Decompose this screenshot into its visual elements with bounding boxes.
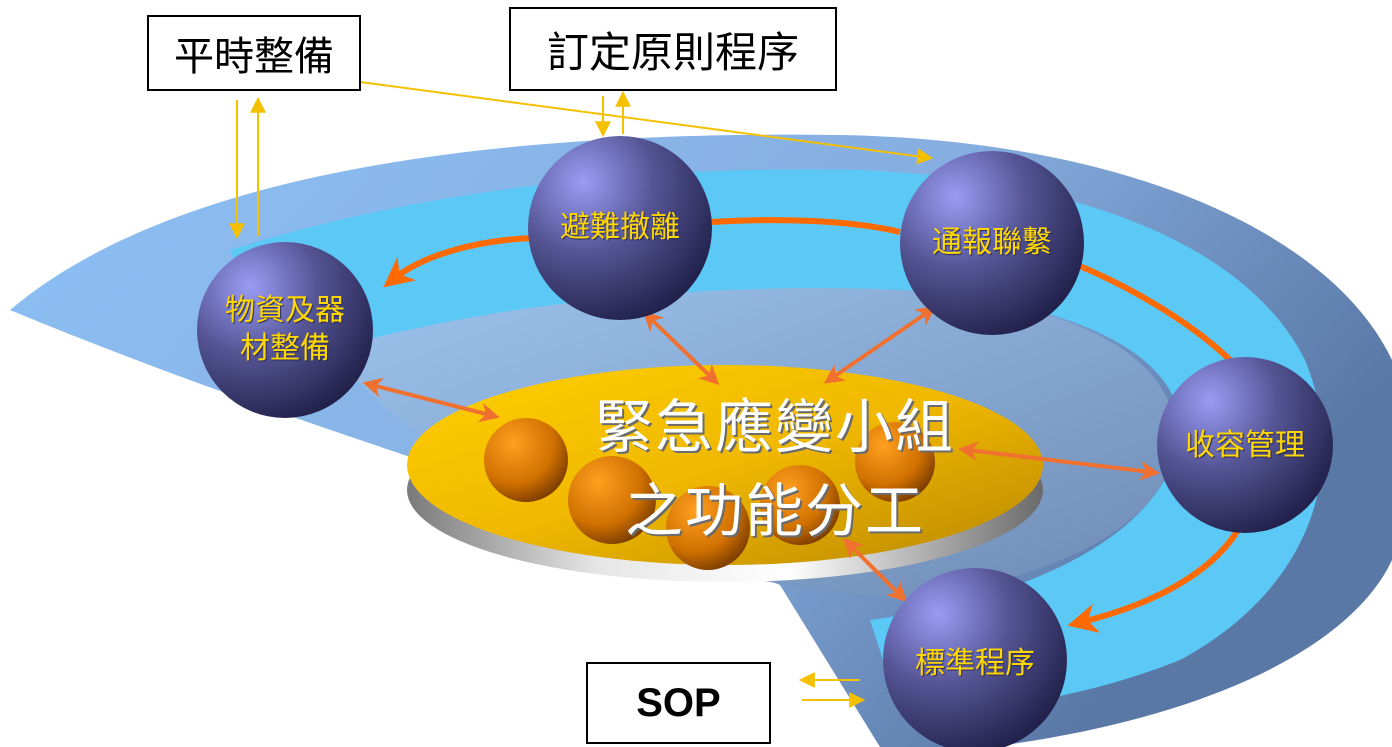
box-dingding: 訂定原則程序 <box>509 7 837 91</box>
disk-ball <box>666 486 750 570</box>
box-pingshi-label: 平時整備 <box>174 34 334 80</box>
node-tongbao-text: 通報聯繫 <box>932 225 1052 260</box>
box-pingshi: 平時整備 <box>147 15 361 91</box>
node-biaozhun-label: 標準程序 <box>883 636 1067 692</box>
node-wuzi <box>197 242 373 418</box>
arrow-shourong-to-biaozhun <box>1067 528 1241 633</box>
node-binan <box>528 136 712 320</box>
node-shourong-label: 收容管理 <box>1157 418 1333 474</box>
box-sop-label: SOP <box>636 680 721 725</box>
disk-top <box>407 365 1043 565</box>
node-binan-label: 避難撤離 <box>528 200 712 256</box>
link-tongbao-center <box>823 306 937 384</box>
arrow-tongbao-shourong-link <box>1068 259 1235 365</box>
node-biaozhun-text: 標準程序 <box>915 646 1035 681</box>
link-binan-center <box>642 311 720 385</box>
node-wuzi-label: 物資及器 材整備 <box>197 290 373 370</box>
center-title-line2: 之功能分工 <box>624 477 925 545</box>
link-shourong-center <box>958 441 1160 481</box>
center-title: 緊急應變小組 之功能分工 <box>540 384 1010 554</box>
disk-ball <box>568 456 656 544</box>
node-tongbao <box>900 151 1084 335</box>
thin-arrow-pingshi-to-tongbao <box>344 79 934 165</box>
node-biaozhun <box>883 568 1067 747</box>
arrow-binan-tongbao-link <box>711 217 901 235</box>
node-wuzi-text-1: 物資及器 <box>225 293 345 328</box>
node-shourong-text: 收容管理 <box>1185 428 1305 463</box>
node-shourong <box>1157 357 1333 533</box>
node-binan-text: 避難撤離 <box>560 210 680 245</box>
node-wuzi-text-2: 材整備 <box>240 331 330 366</box>
disk-ball <box>484 418 568 502</box>
center-title-line1: 緊急應變小組 <box>594 393 955 461</box>
node-tongbao-label: 通報聯繫 <box>900 215 1084 271</box>
disk-ball <box>760 465 840 545</box>
link-wuzi-center <box>362 377 500 423</box>
box-dingding-label: 訂定原則程序 <box>546 27 799 77</box>
box-sop: SOP <box>586 662 771 744</box>
disk-ball <box>855 422 935 502</box>
link-biaozhun-center <box>842 537 908 603</box>
arrow-binan-to-wuzi <box>383 235 536 288</box>
